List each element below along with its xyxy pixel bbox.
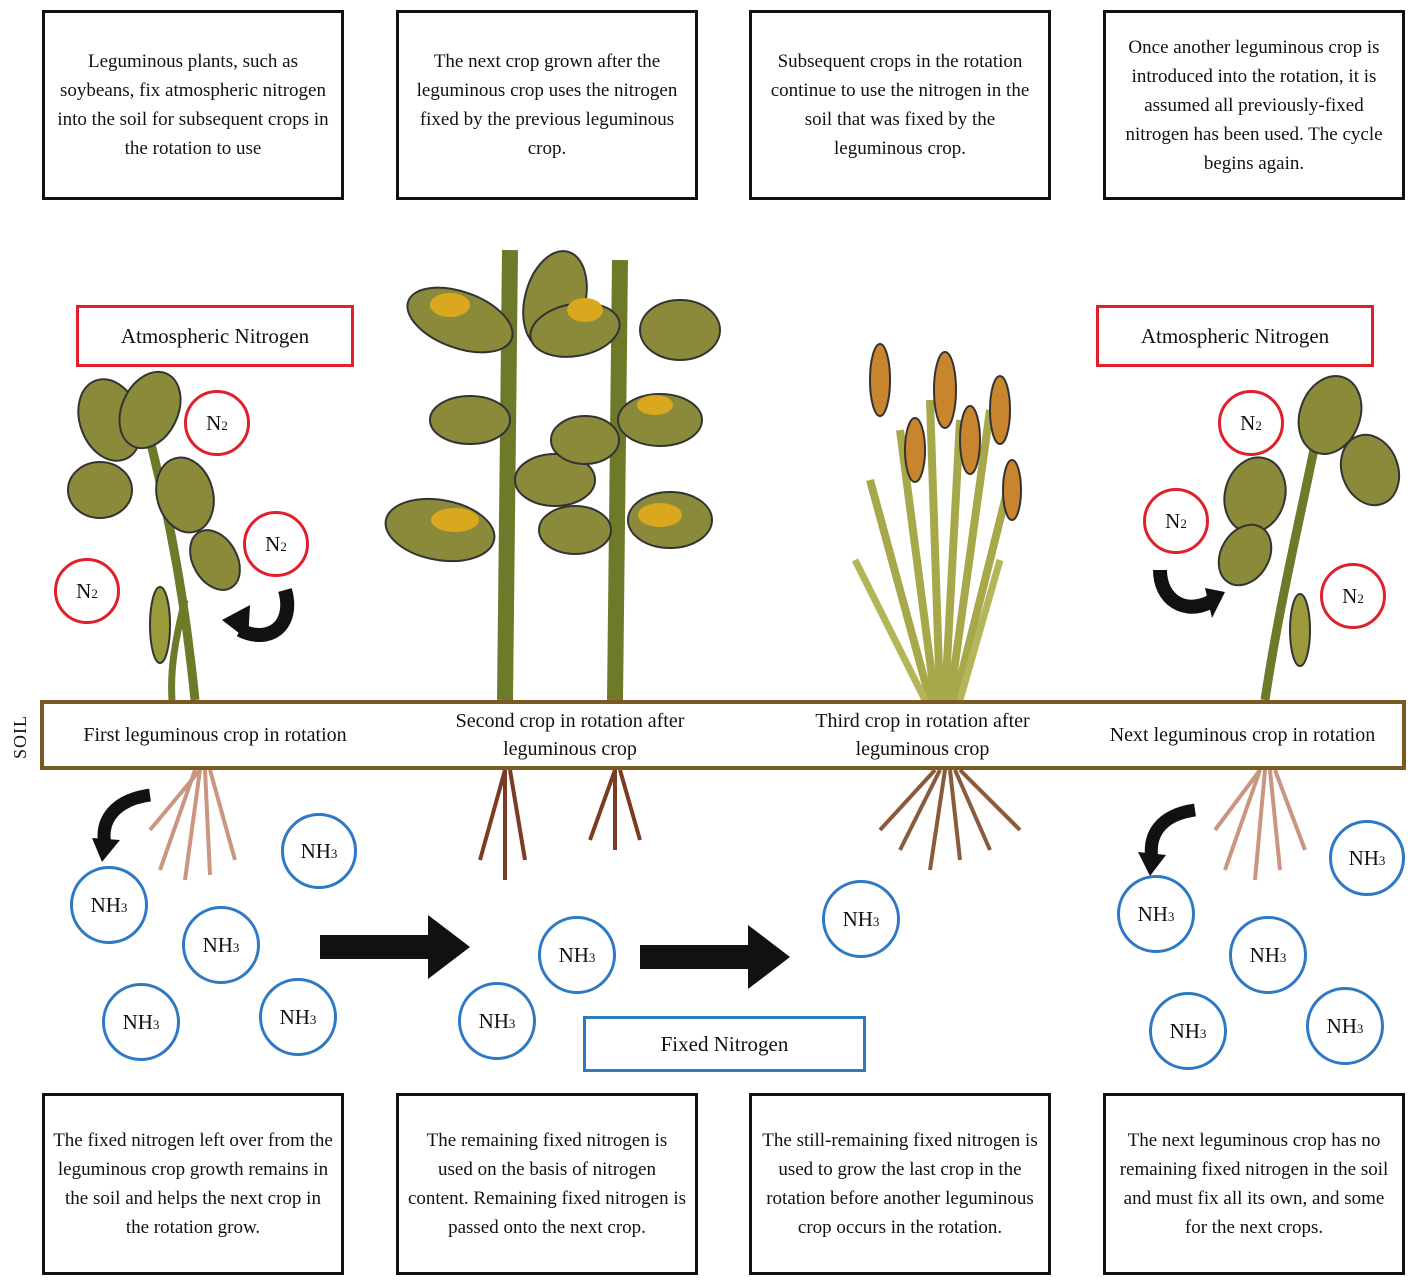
bottom-box-1: The fixed nitrogen left over from the le… <box>42 1093 344 1275</box>
second-crop-plants <box>381 244 720 700</box>
bottom-box-4: The next leguminous crop has no remainin… <box>1103 1093 1405 1275</box>
bottom-box-3: The still-remaining fixed nitrogen is us… <box>749 1093 1051 1275</box>
atmospheric-nitrogen-text-left: Atmospheric Nitrogen <box>121 324 309 349</box>
soil-label: SOIL <box>5 707 35 767</box>
atmospheric-nitrogen-label-right: Atmospheric Nitrogen <box>1096 305 1374 367</box>
fixed-nitrogen-text: Fixed Nitrogen <box>661 1032 789 1057</box>
bottom-box-2: The remaining fixed nitrogen is used on … <box>396 1093 698 1275</box>
bottom-box-3-text: The still-remaining fixed nitrogen is us… <box>760 1126 1040 1242</box>
atmospheric-nitrogen-label-left: Atmospheric Nitrogen <box>76 305 354 367</box>
third-crop-plant <box>855 344 1021 700</box>
soil-label-second-crop: Second crop in rotation after leguminous… <box>430 707 710 763</box>
soil-label-next-crop: Next leguminous crop in rotation <box>1090 707 1395 763</box>
soil-label-first-crop: First leguminous crop in rotation <box>60 707 370 763</box>
bottom-box-4-text: The next leguminous crop has no remainin… <box>1114 1126 1394 1242</box>
fixed-nitrogen-label: Fixed Nitrogen <box>583 1016 866 1072</box>
bottom-box-2-text: The remaining fixed nitrogen is used on … <box>407 1126 687 1242</box>
bottom-box-1-text: The fixed nitrogen left over from the le… <box>53 1126 333 1242</box>
atmospheric-nitrogen-text-right: Atmospheric Nitrogen <box>1141 324 1329 349</box>
soil-label-third-crop: Third crop in rotation after leguminous … <box>790 707 1055 763</box>
